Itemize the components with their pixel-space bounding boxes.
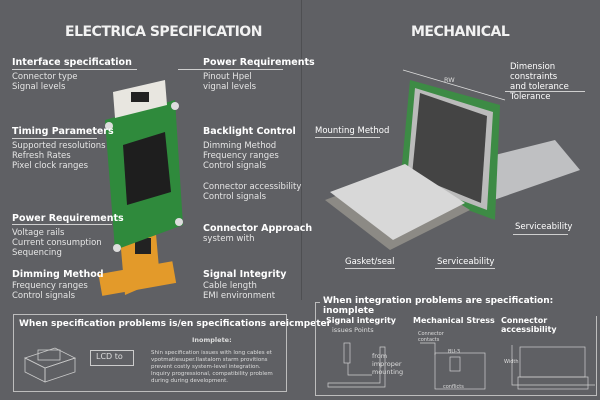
leader-line [435,268,495,269]
panel-connector-accessibility-title: Connector accessibility [501,316,557,334]
specification-problems-title: When specification problems is/en specif… [19,319,332,329]
leader-line [12,224,112,225]
label-serviceability-bottom: Serviceability [437,257,495,267]
leader-line [12,69,137,70]
incomplete-description: Shin specification issues with long cabl… [151,350,273,384]
leader-line [345,268,395,269]
leader-line [513,234,568,235]
leader-line [315,137,380,138]
leader-line [12,138,97,139]
label-gasket-seal: Gasket/seal [345,257,395,267]
note: conflicts [443,384,464,390]
label-serviceability-right: Serviceability [515,222,573,232]
dimension-label: RW [444,76,455,84]
incomplete-subtitle: Inomplete: [192,336,232,344]
note: Width [504,359,519,365]
lcd-module-outline-icon [23,347,77,383]
panel-mechanical-stress-title: Mechanical Stress [413,316,495,325]
note: BU-3 [448,349,461,355]
display-module-illustration [325,69,580,250]
electrical-title: ELECTRICA SPECIFICATION [65,24,262,40]
note: issues Points [332,326,374,334]
label-mounting-method: Mounting Method [315,126,390,136]
lcd-label-box [90,350,134,366]
lcd-label: LCD to [96,352,123,361]
divider [301,0,302,300]
specification-problems-panel [13,314,287,392]
panel-signal-integrity-title: Signal integrity [326,316,396,325]
lcd-controller-board-illustration [98,80,183,296]
line-drawings [327,342,595,390]
mechanical-title: MECHANICAL [411,24,510,40]
leader-line [178,69,283,70]
leader-line [505,91,585,92]
integration-problems-title: When integration problems are specificat… [320,296,600,316]
